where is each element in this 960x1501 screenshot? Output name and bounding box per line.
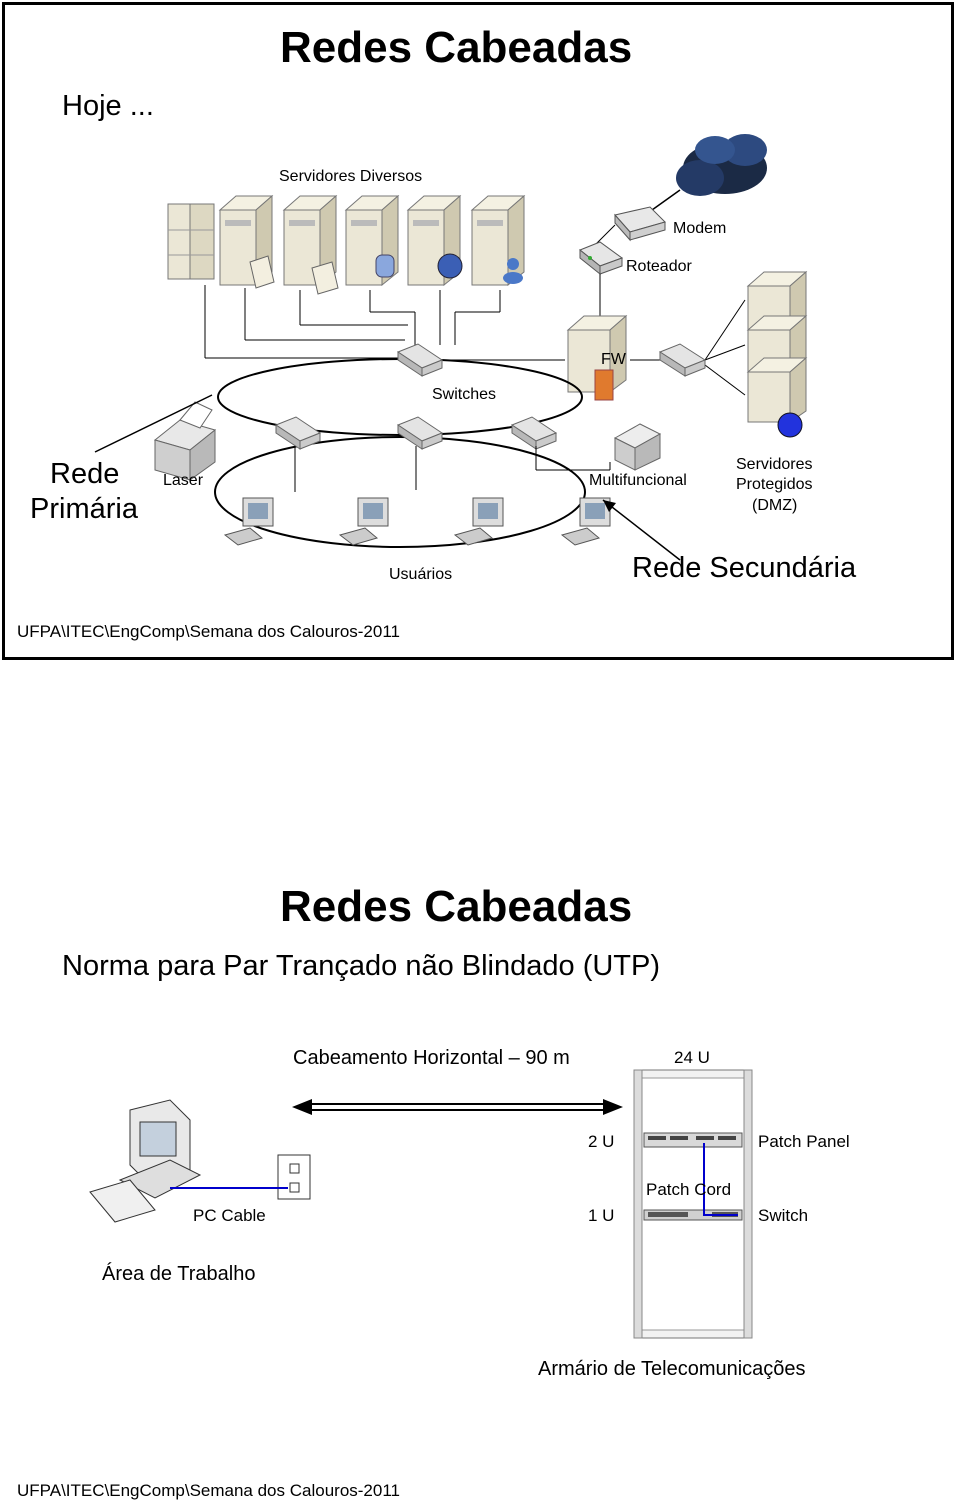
rack-units-label: 24 U xyxy=(674,1048,710,1067)
work-area-label: Área de Trabalho xyxy=(102,1263,256,1285)
telecom-rack xyxy=(633,1069,753,1339)
firewall-label: FW xyxy=(601,351,626,368)
pc-cable-label: PC Cable xyxy=(193,1206,266,1225)
modem-icon xyxy=(614,206,666,242)
slide2-subtitle: Norma para Par Trançado não Blindado (UT… xyxy=(62,950,661,982)
router-label: Roteador xyxy=(626,258,692,275)
slide2-title: Redes Cabeadas xyxy=(280,882,633,931)
desktop-computer-icon xyxy=(223,497,274,546)
workstation-icon xyxy=(89,1099,202,1223)
horizontal-cabling-label: Cabeamento Horizontal – 90 m xyxy=(293,1047,570,1069)
patch-cord xyxy=(703,1143,738,1216)
one-u-label: 1 U xyxy=(588,1206,615,1225)
switches-label: Switches xyxy=(432,386,497,403)
server-icon xyxy=(406,194,463,287)
secondary-network-label: Rede Secundária xyxy=(632,552,857,584)
primary-network-label-1: Rede xyxy=(50,458,120,490)
patch-cord-label: Patch Cord xyxy=(646,1180,732,1199)
desktop-computer-icon xyxy=(453,497,504,546)
patch-panel-label: Patch Panel xyxy=(758,1132,850,1151)
primary-network-label-2: Primária xyxy=(30,493,138,525)
server-icon xyxy=(470,194,526,287)
slide2-footer: UFPA\ITEC\EngComp\Semana dos Calouros-20… xyxy=(17,1481,400,1500)
switch-icon xyxy=(396,343,444,377)
switch-icon xyxy=(396,416,444,450)
laser-printer-icon xyxy=(153,401,217,481)
switch-icon xyxy=(510,416,558,450)
patch-panel-icon xyxy=(643,1132,743,1148)
server-icon xyxy=(344,194,400,287)
protected-servers-icon xyxy=(746,270,808,438)
multifunction-label: Multifuncional xyxy=(589,472,687,489)
slide1-subtitle: Hoje ... xyxy=(62,90,154,122)
modem-label: Modem xyxy=(673,220,727,237)
document-icon xyxy=(249,255,339,295)
users-label: Usuários xyxy=(389,566,453,583)
servers-group xyxy=(167,194,526,295)
switch-label: Switch xyxy=(758,1206,809,1225)
horizontal-cabling-arrow xyxy=(292,1099,623,1115)
secondary-ring xyxy=(214,436,586,548)
protected-label-1: Servidores xyxy=(736,456,813,473)
firewall-icon xyxy=(566,314,628,401)
dmz-switch-icon xyxy=(658,343,707,377)
wall-outlet-icon xyxy=(277,1154,311,1200)
two-u-label: 2 U xyxy=(588,1132,615,1151)
desktop-computer-icon xyxy=(338,497,389,546)
protected-label-3: (DMZ) xyxy=(752,497,798,514)
slide1-footer: UFPA\ITEC\EngComp\Semana dos Calouros-20… xyxy=(17,622,400,641)
switch-icon xyxy=(274,416,322,450)
laser-label: Laser xyxy=(163,472,204,489)
router-icon xyxy=(579,241,624,276)
multifunction-printer-icon xyxy=(613,423,662,471)
desktop-computer-icon xyxy=(560,497,611,546)
server-icon xyxy=(167,203,215,280)
servers-label: Servidores Diversos xyxy=(279,168,423,185)
slide1-title: Redes Cabeadas xyxy=(280,23,633,72)
internet-cloud-icon xyxy=(676,134,767,196)
protected-label-2: Protegidos xyxy=(736,476,813,493)
telecom-closet-label: Armário de Telecomunicações xyxy=(538,1358,806,1380)
